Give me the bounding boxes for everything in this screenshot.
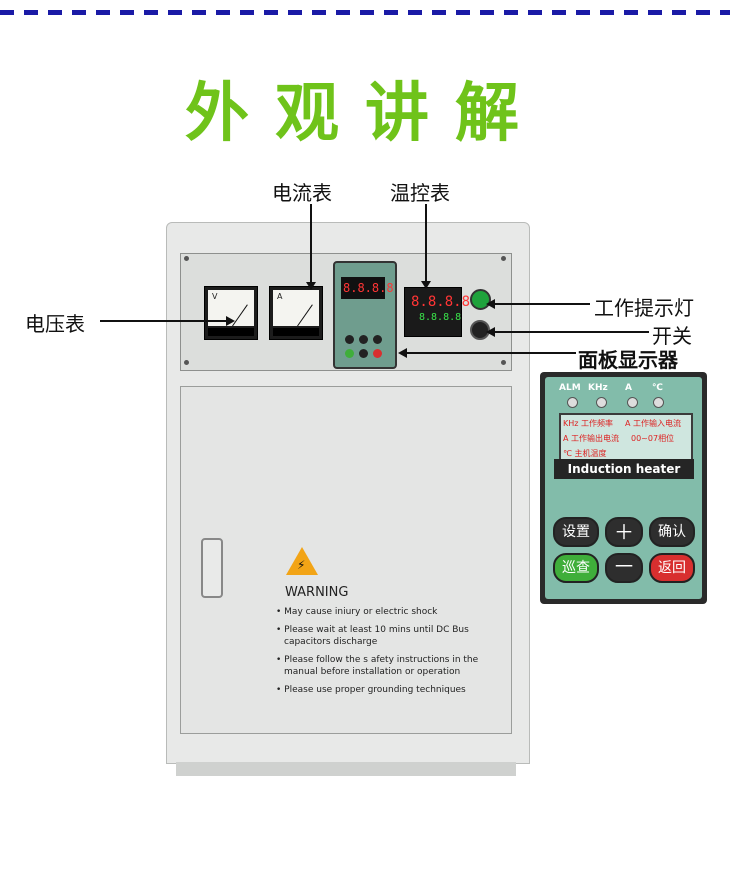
screen-text: A 工作输入电流 [625,419,682,428]
confirm-button[interactable]: 确认 [649,517,695,547]
back-button[interactable]: 返回 [649,553,695,583]
screw [501,256,506,261]
lightning-icon: ⚡ [297,558,306,572]
panel-display-closeup: ALM KHz A ℃ KHz 工作频率 A 工作输入电流 A 工作输出电流 0… [540,372,707,604]
warning-line: • May cause iniury or electric shock [276,607,438,617]
screw [501,360,506,365]
arrow-icon [398,348,407,358]
meter-needle [297,304,313,327]
page-title: 外观讲解 [185,77,545,151]
panel-face: ALM KHz A ℃ KHz 工作频率 A 工作输入电流 A 工作输出电流 0… [545,377,702,599]
warning-line: manual before installation or operation [284,667,461,677]
screw [184,360,189,365]
inverter-digits: 8.8.8.8 [343,281,394,295]
arrow-icon [486,299,495,309]
led-indicator [596,397,607,408]
screen-text: ℃ 主机温度 [563,449,607,458]
set-button[interactable]: 设置 [553,517,599,547]
screen-text: KHz 工作频率 [563,419,614,428]
callout-switch: 开关 [652,324,692,348]
temperature-controller: 8.8.8.8 8.8.8.8 [404,287,470,337]
led-indicator [627,397,638,408]
voltage-meter: V [204,286,258,340]
plus-button[interactable]: ＋ [605,517,643,547]
warning-line: capacitors discharge [284,637,378,647]
temp-display-top: 8.8.8.8 [411,294,471,310]
warning-title: WARNING [285,585,349,600]
arrow-icon [306,282,316,290]
callout-voltage-meter: 电压表 [25,312,85,336]
led-label: A [625,383,632,393]
current-meter: A [269,286,323,340]
callout-line [494,331,649,333]
inverter-screen: 8.8.8.8 [341,277,394,299]
voltage-meter-symbol: V [212,292,218,301]
arrow-icon [486,327,495,337]
panel-screen: KHz 工作频率 A 工作输入电流 A 工作输出电流 00~07相位 ℃ 主机温… [559,413,693,465]
minus-button[interactable]: 一 [605,553,643,583]
warning-line: • Please wait at least 10 mins until DC … [276,625,469,635]
arrow-icon [421,281,431,289]
arrow-icon [226,316,235,326]
led-label: ℃ [652,383,663,393]
callout-line [100,320,228,322]
screen-text: 00~07相位 [631,434,675,443]
panel-brand: Induction heater [554,459,694,479]
callout-temp-controller: 温控表 [390,181,450,205]
top-dashed-border [0,10,730,15]
current-meter-symbol: A [277,292,283,301]
led-indicator [653,397,664,408]
callout-current-meter: 电流表 [272,181,332,205]
warning-triangle-icon [286,547,318,575]
cabinet-base [176,762,516,776]
screw [184,256,189,261]
patrol-button[interactable]: 巡查 [553,553,599,583]
callout-line [310,204,312,284]
led-label: KHz [588,383,608,393]
warning-line: • Please follow the s afety instructions… [276,655,479,665]
led-label: ALM [559,383,581,393]
callout-line [494,303,590,305]
callout-indicator-light: 工作提示灯 [594,296,694,320]
warning-line: • Please use proper grounding techniques [276,685,466,695]
screen-text: A 工作输出电流 [563,434,620,443]
cabinet-door [180,386,512,734]
callout-panel-display: 面板显示器 [578,348,678,372]
callout-line [425,204,427,282]
callout-line [406,352,576,354]
led-indicator [567,397,578,408]
inverter-panel: 8.8.8.8 [333,261,397,369]
door-handle[interactable] [201,538,223,598]
temp-display-bottom: 8.8.8.8 [419,312,462,323]
